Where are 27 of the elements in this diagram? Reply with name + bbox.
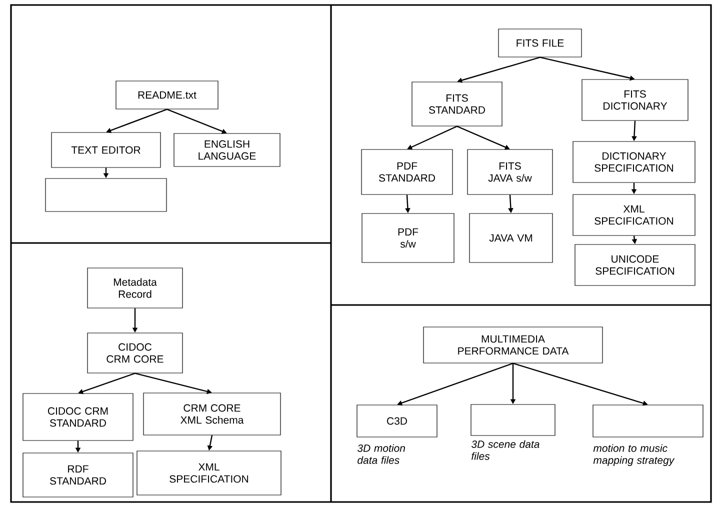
process-box: RDF STANDARD [22, 452, 134, 498]
process-box: FITS JAVA s/w [467, 149, 553, 195]
process-box: JAVA VM [469, 213, 553, 263]
process-box: CIDOC CRM CORE [87, 332, 183, 374]
process-box: Metadata Record [87, 268, 183, 308]
node-caption: 3D scene data files [471, 440, 540, 460]
process-box: FITS STANDARD [412, 82, 502, 126]
process-box: FITS DICTIONARY [582, 79, 688, 121]
process-box: TEXT EDITOR [51, 132, 161, 168]
empty-box [592, 404, 704, 438]
process-box: XML SPECIFICATION [136, 450, 282, 496]
process-box: PDF s/w [362, 213, 454, 263]
process-box: FITS FILE [498, 28, 582, 58]
process-box: CRM CORE XML Schema [143, 392, 281, 436]
process-box: DICTIONARY SPECIFICATION [572, 141, 696, 183]
process-box: ENGLISH LANGUAGE [174, 133, 280, 167]
process-box: CIDOC CRM STANDARD [22, 393, 134, 441]
empty-box [45, 178, 167, 212]
process-box: C3D [356, 404, 438, 438]
empty-box [470, 404, 556, 436]
process-box: XML SPECIFICATION [572, 194, 696, 236]
process-box: UNICODE SPECIFICATION [574, 244, 696, 286]
process-box: PDF STANDARD [361, 149, 453, 195]
process-box: README.txt [116, 80, 218, 110]
node-caption: motion to music mapping strategy [593, 444, 675, 466]
node-caption: 3D motion data files [357, 444, 405, 464]
process-box: MULTIMEDIA PERFORMANCE DATA [423, 326, 603, 364]
